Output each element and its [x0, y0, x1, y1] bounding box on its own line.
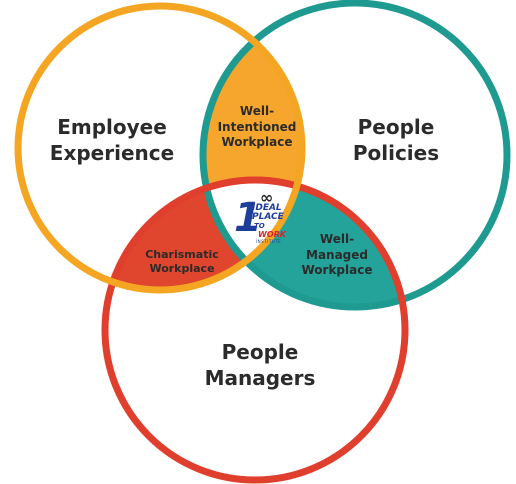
overlap-charismatic — [105, 180, 302, 290]
label-well-intentioned-line2: Intentioned — [217, 119, 297, 134]
label-well-intentioned-line3: Workplace — [221, 135, 293, 150]
circle-people-policies — [199, 0, 511, 311]
label-charismatic-workplace: Charismatic Workplace — [128, 248, 236, 277]
label-well-managed-line3: Workplace — [301, 263, 373, 278]
label-people-policies: People Policies — [296, 114, 496, 166]
label-people-managers: People Managers — [160, 339, 360, 391]
circle-employee-experience — [14, 2, 306, 294]
label-employee-experience: Employee Experience — [12, 114, 212, 166]
label-people-policies-line2: Policies — [352, 141, 440, 165]
label-employee-experience-line1: Employee — [57, 115, 167, 139]
logo-text-line4: WORK — [258, 230, 286, 239]
overlap-well-managed — [203, 180, 405, 307]
logo-text-line1: IDEAL — [252, 203, 282, 213]
logo-number: 1 — [234, 195, 262, 241]
logo-text-line5: INSTITUTE — [256, 239, 282, 244]
label-charismatic-line2: Workplace — [149, 262, 215, 276]
label-well-managed-workplace: Well- Managed Workplace — [282, 232, 392, 279]
logo-text-line2: PLACE — [252, 212, 284, 222]
infinity-icon: ∞ — [260, 188, 274, 207]
logo-text-line3: TO — [254, 222, 265, 230]
label-well-managed-line1: Well- — [319, 232, 355, 246]
circle-people-managers — [101, 176, 409, 484]
label-well-managed-line2: Managed — [306, 247, 368, 262]
label-well-intentioned-workplace: Well- Intentioned Workplace — [202, 104, 312, 151]
ideal-place-to-work-logo: ∞ 1 IDEAL PLACE TO WORK INSTITUTE — [234, 188, 290, 248]
label-employee-experience-line2: Experience — [49, 141, 175, 165]
label-people-policies-line1: People — [357, 115, 435, 139]
label-people-managers-line2: Managers — [204, 366, 316, 390]
label-charismatic-line1: Charismatic — [145, 248, 219, 261]
label-well-intentioned-line1: Well- — [239, 104, 275, 118]
label-people-managers-line1: People — [221, 340, 299, 364]
